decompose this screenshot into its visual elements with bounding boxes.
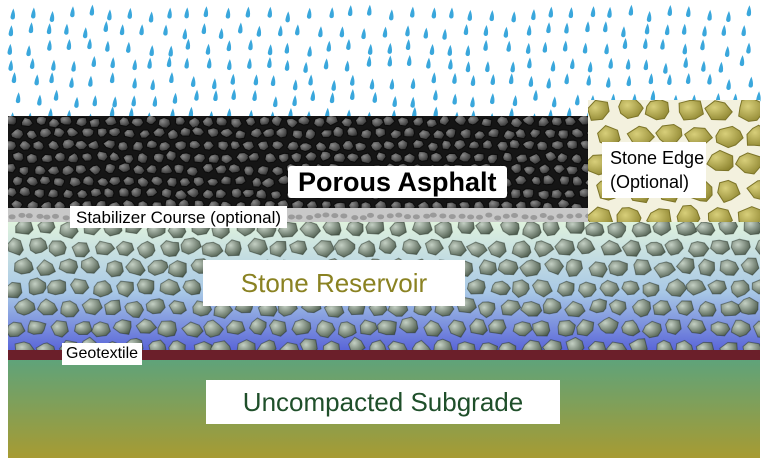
stabilizer-course-label: Stabilizer Course (optional) [70, 206, 288, 228]
stone-edge-label-line1: Stone Edge [610, 148, 705, 168]
subgrade-label: Uncompacted Subgrade [206, 380, 560, 424]
rain-drops-icon [7, 4, 761, 125]
porous-asphalt-label: Porous Asphalt [288, 166, 507, 198]
stone-edge-label-line2: (Optional) [610, 172, 690, 192]
stone-reservoir-label: Stone Reservoir [203, 260, 465, 306]
geotextile-label: Geotextile [62, 343, 143, 365]
stone-edge-label: Stone Edge (Optional) [602, 142, 706, 198]
geotextile-layer [8, 350, 760, 360]
